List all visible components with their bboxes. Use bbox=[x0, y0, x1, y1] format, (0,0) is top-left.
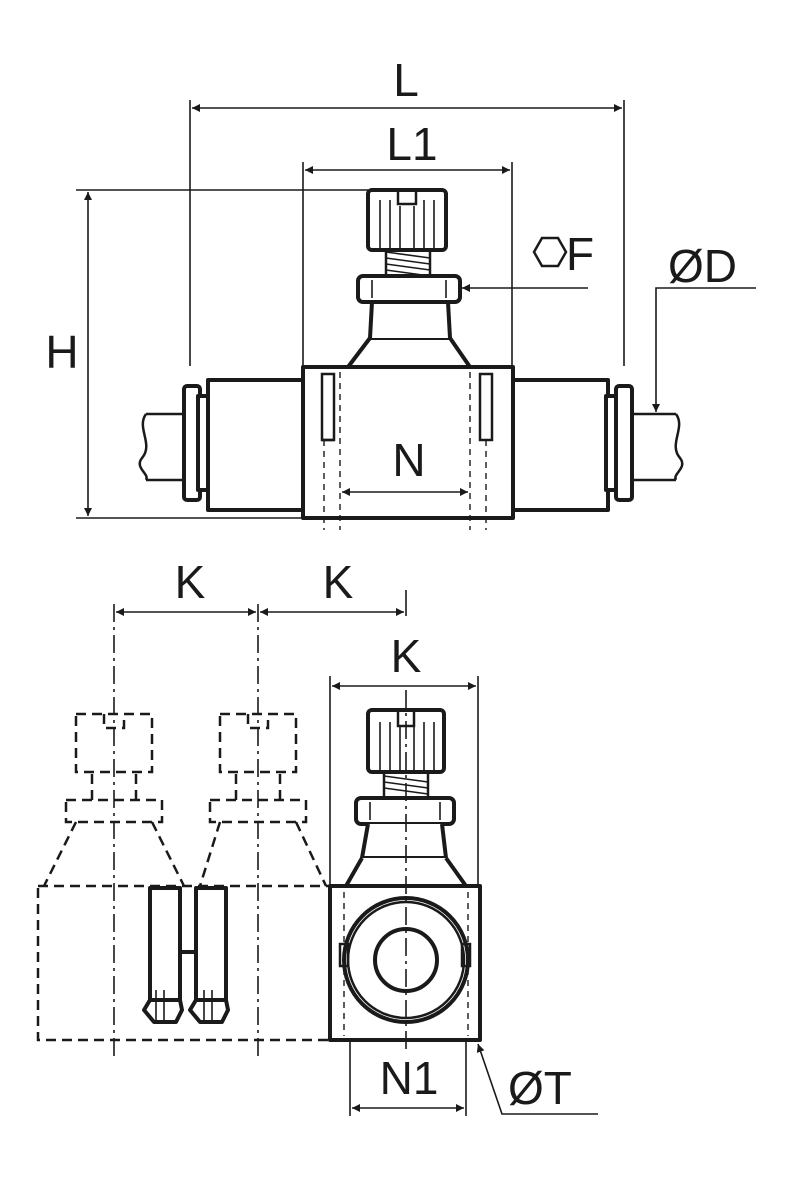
ghost-unit-middle bbox=[198, 712, 328, 887]
dim-label-L: L bbox=[393, 54, 419, 106]
lock-nut bbox=[356, 274, 462, 304]
dim-label-K-left: K bbox=[175, 556, 206, 608]
bonnet bbox=[346, 336, 472, 369]
dim-label-F: F bbox=[566, 228, 594, 280]
mounting-clips bbox=[142, 886, 230, 1024]
adjust-knob bbox=[366, 188, 448, 252]
thread bbox=[384, 250, 432, 277]
right-body bbox=[510, 378, 610, 512]
dim-label-H: H bbox=[45, 326, 78, 378]
ghost-unit-left bbox=[42, 712, 186, 887]
side-unit bbox=[328, 690, 482, 1050]
port-inner bbox=[373, 927, 439, 993]
left-body bbox=[206, 378, 306, 512]
dim-label-N1: N1 bbox=[380, 1052, 439, 1104]
right-tube bbox=[628, 412, 684, 482]
dim-label-T: ØT bbox=[508, 1062, 572, 1114]
hexagon-icon bbox=[532, 236, 568, 268]
dim-label-K-right: K bbox=[391, 630, 422, 682]
side-view: K K K bbox=[36, 556, 598, 1116]
side-adjust-knob bbox=[366, 708, 446, 774]
ghost-block bbox=[36, 884, 332, 1042]
left-tube bbox=[138, 412, 186, 482]
dim-label-K-middle: K bbox=[323, 556, 354, 608]
front-view: L L1 H F ØD N bbox=[45, 54, 756, 530]
right-collet-ring bbox=[614, 384, 634, 502]
dim-label-D: ØD bbox=[668, 240, 737, 292]
dim-label-N: N bbox=[392, 434, 425, 486]
dim-label-L1: L1 bbox=[386, 118, 437, 170]
